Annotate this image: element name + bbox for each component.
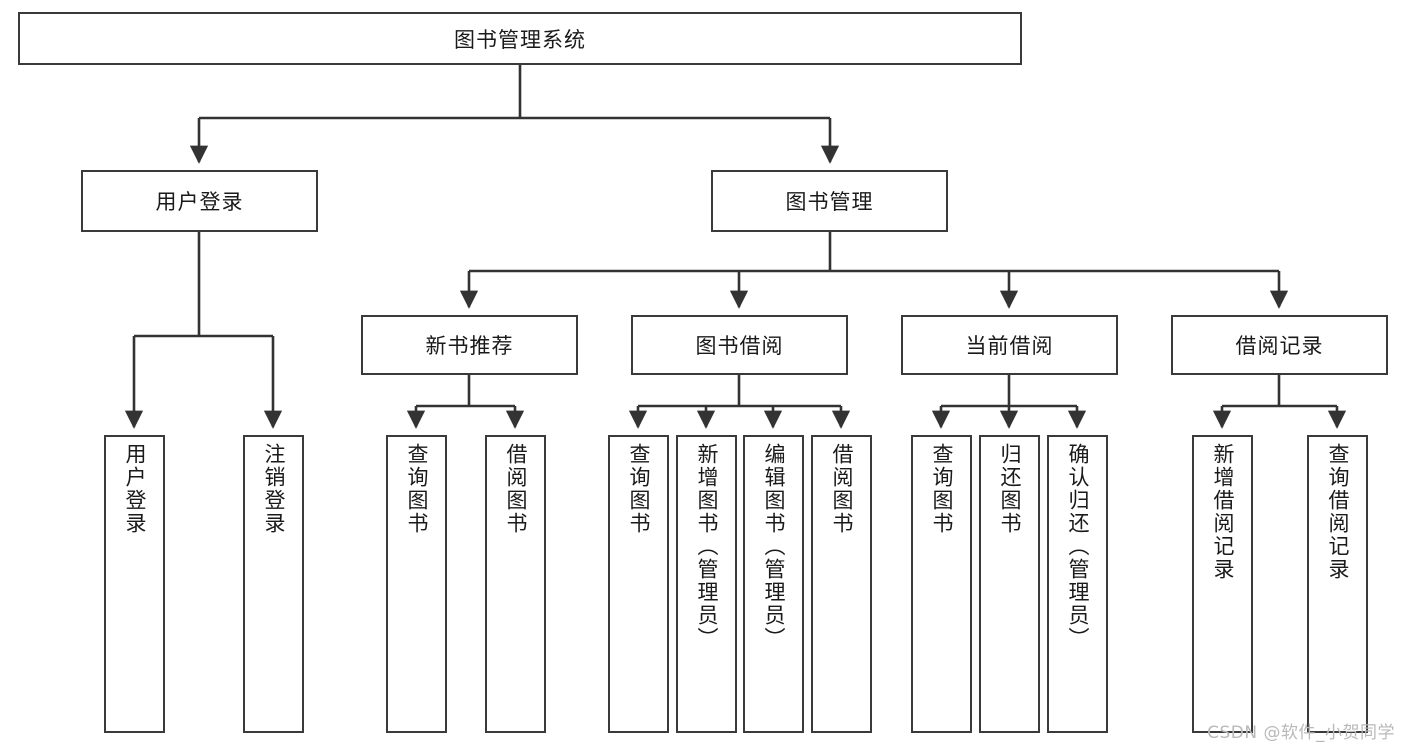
node-current-borrow[interactable]: 当前借阅 <box>901 315 1118 375</box>
node-label: 用户登录 <box>123 443 147 535</box>
node-leaf-return-book[interactable]: 归还图书 <box>979 435 1040 733</box>
node-book-management-system[interactable]: 图书管理系统 <box>18 12 1022 65</box>
node-leaf-add-book[interactable]: 新增图书（管理员） <box>676 435 737 733</box>
node-label: 编辑图书（管理员） <box>762 443 786 650</box>
node-book-management[interactable]: 图书管理 <box>711 170 948 232</box>
node-leaf-query-book-1[interactable]: 查询图书 <box>386 435 447 733</box>
node-label: 查询借阅记录 <box>1326 443 1350 581</box>
node-label: 图书管理 <box>785 190 874 214</box>
node-leaf-borrow-book-1[interactable]: 借阅图书 <box>485 435 546 733</box>
node-label: 注销登录 <box>262 443 286 535</box>
node-label: 确认归还（管理员） <box>1066 443 1090 650</box>
node-label: 用户登录 <box>155 190 244 214</box>
node-borrow-record[interactable]: 借阅记录 <box>1171 315 1388 375</box>
node-user-login[interactable]: 用户登录 <box>81 170 318 232</box>
node-leaf-edit-book[interactable]: 编辑图书（管理员） <box>743 435 804 733</box>
node-new-book-recommend[interactable]: 新书推荐 <box>361 315 578 375</box>
node-label: 借阅图书 <box>504 443 528 535</box>
node-leaf-user-logout[interactable]: 注销登录 <box>243 435 304 733</box>
node-leaf-confirm-return[interactable]: 确认归还（管理员） <box>1047 435 1108 733</box>
node-leaf-query-book-2[interactable]: 查询图书 <box>608 435 669 733</box>
node-label: 图书借阅 <box>695 334 784 358</box>
node-label: 查询图书 <box>627 443 651 535</box>
node-leaf-user-login[interactable]: 用户登录 <box>104 435 165 733</box>
node-label: 当前借阅 <box>965 334 1054 358</box>
csdn-watermark: CSDN @软件_小贺同学 <box>1207 723 1395 743</box>
node-label: 查询图书 <box>405 443 429 535</box>
node-leaf-borrow-book-2[interactable]: 借阅图书 <box>811 435 872 733</box>
node-leaf-add-record[interactable]: 新增借阅记录 <box>1192 435 1253 733</box>
node-leaf-query-book-3[interactable]: 查询图书 <box>911 435 972 733</box>
node-label: 新增图书（管理员） <box>695 443 719 650</box>
node-label: 新增借阅记录 <box>1211 443 1235 581</box>
node-label: 归还图书 <box>998 443 1022 535</box>
node-label: 借阅记录 <box>1235 334 1324 358</box>
node-leaf-query-record[interactable]: 查询借阅记录 <box>1307 435 1368 733</box>
node-label: 查询图书 <box>930 443 954 535</box>
node-book-borrow[interactable]: 图书借阅 <box>631 315 848 375</box>
node-label: 新书推荐 <box>425 334 514 358</box>
node-label: 借阅图书 <box>830 443 854 535</box>
node-label: 图书管理系统 <box>454 27 586 52</box>
